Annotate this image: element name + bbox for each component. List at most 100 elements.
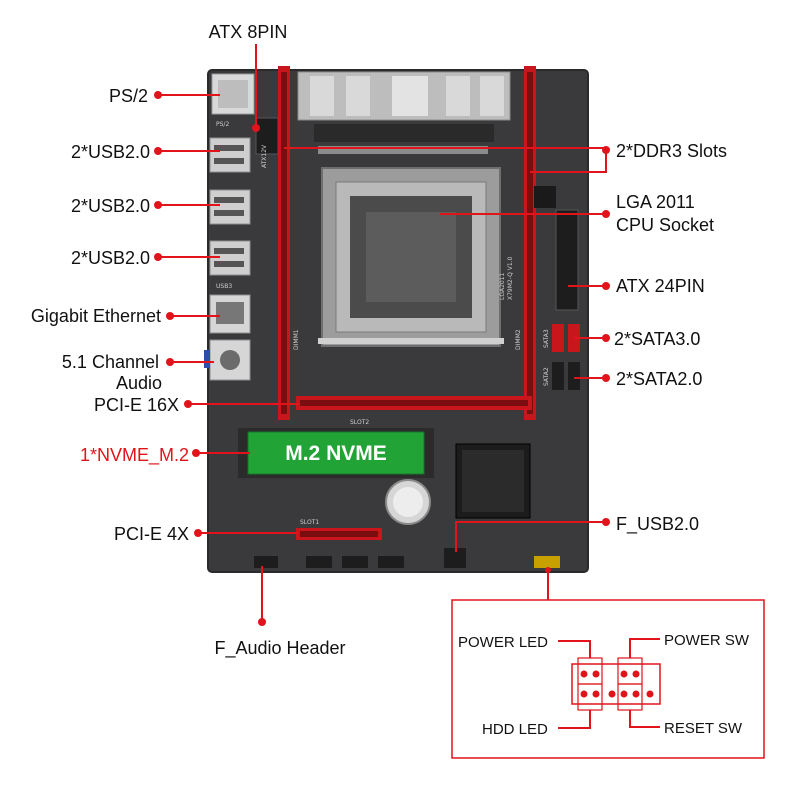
pin-top-3 xyxy=(620,670,628,678)
chipset-heatsink-fins xyxy=(462,450,524,512)
cpu-socket-pad-inner xyxy=(366,212,456,302)
vrm-fin-4 xyxy=(446,76,470,116)
ps2-dot xyxy=(154,91,162,99)
chip-small xyxy=(534,186,556,208)
pcie4-slot-core xyxy=(300,531,378,537)
atx24-dot xyxy=(602,282,610,290)
ethernet-port-inner xyxy=(216,302,244,324)
label-nvme: 1*NVME_M.2 xyxy=(80,445,189,466)
usb-port-b xyxy=(209,189,251,225)
audio-jack-blue xyxy=(204,350,210,368)
pin-bottom-5 xyxy=(632,690,640,698)
panel-dot xyxy=(545,567,551,573)
sata2-dot xyxy=(602,374,610,382)
silk-sata: SATA3 xyxy=(543,329,550,348)
pin-bottom-6 xyxy=(646,690,654,698)
usb-port-c-slot2 xyxy=(214,261,244,267)
silk-slot2: SLOT2 xyxy=(350,419,369,426)
sata2-port-2 xyxy=(568,362,580,390)
label-atx24: ATX 24PIN xyxy=(616,276,705,296)
usb-c-dot xyxy=(154,253,162,261)
pin-top-1 xyxy=(580,670,588,678)
pin-top-4 xyxy=(632,670,640,678)
panel-power-sw: POWER SW xyxy=(664,632,750,649)
atx24-connector xyxy=(555,209,579,311)
pin-bottom-2 xyxy=(592,690,600,698)
fusb-dot xyxy=(602,518,610,526)
vrm-chokes xyxy=(314,124,494,142)
vrm-fin-3 xyxy=(392,76,428,116)
audio-jack xyxy=(220,350,240,370)
sata3-port-1 xyxy=(552,324,564,352)
reset-sw-connector xyxy=(629,710,660,728)
header-block-3 xyxy=(342,556,368,568)
panel-hdd-led: HDD LED xyxy=(482,721,548,738)
panel-power-led: POWER LED xyxy=(458,634,548,651)
vrm-fin-1 xyxy=(310,76,334,116)
cpu-lever xyxy=(318,338,504,344)
pcie4-dot xyxy=(194,529,202,537)
pin-top-2 xyxy=(592,670,600,678)
f-usb-header-block xyxy=(444,548,466,568)
pcb-edge-shadow xyxy=(207,69,589,573)
usb-port-a-slot2 xyxy=(214,158,244,164)
label-fusb: F_USB2.0 xyxy=(616,514,699,535)
capacitor-row xyxy=(318,146,488,154)
usb-port-b-slot2 xyxy=(214,210,244,216)
usb-b-dot xyxy=(154,201,162,209)
sata2-port-1 xyxy=(552,362,564,390)
label-ddr3: 2*DDR3 Slots xyxy=(616,141,727,161)
header-block-2 xyxy=(306,556,332,568)
atx8-dot xyxy=(252,124,260,132)
power-led-connector xyxy=(558,640,591,658)
ethernet-dot xyxy=(166,312,174,320)
pcie16-dot xyxy=(184,400,192,408)
pin-header-outline xyxy=(571,663,661,705)
nvme-dot xyxy=(192,449,200,457)
fusb-leader xyxy=(455,521,606,552)
silk-ps2: PS/2 xyxy=(216,121,229,128)
silk-ddr: DIMM1 xyxy=(293,329,300,350)
silk-sata2: SATA2 xyxy=(543,367,550,386)
nvme-card-label: M.2 NVME xyxy=(285,442,387,465)
front-panel-header-block xyxy=(534,556,560,568)
audio-dot xyxy=(166,358,174,366)
panel-reset-sw: RESET SW xyxy=(664,720,743,737)
f-audio-dot xyxy=(258,618,266,626)
label-pcie4: PCI-E 4X xyxy=(114,524,189,544)
label-audio-1: 5.1 Channel xyxy=(62,352,159,372)
label-sata2: 2*SATA2.0 xyxy=(616,369,702,389)
label-f-audio: F_Audio Header xyxy=(214,638,345,659)
pin-bottom-1 xyxy=(580,690,588,698)
sata3-dot xyxy=(602,334,610,342)
hdd-led-connector xyxy=(558,710,591,729)
vrm-fin-5 xyxy=(480,76,504,116)
vrm-fin-2 xyxy=(346,76,370,116)
silk-ddr2: DIMM2 xyxy=(515,329,522,350)
label-cpu-1: LGA 2011 xyxy=(616,192,695,212)
label-ps2: PS/2 xyxy=(109,86,148,106)
silk-slot1: SLOT1 xyxy=(300,519,319,526)
usb-port-c-slot xyxy=(214,248,244,254)
cmos-battery-inner xyxy=(393,487,423,517)
label-usb-c: 2*USB2.0 xyxy=(71,248,150,268)
ps2-port-inner xyxy=(218,80,248,108)
ddr3-leader xyxy=(284,147,607,173)
label-sata3: 2*SATA3.0 xyxy=(614,329,700,349)
power-sw-connector xyxy=(629,638,660,658)
cpu-dot xyxy=(602,210,610,218)
ddr3-slot-2-core xyxy=(527,72,533,414)
header-block-4 xyxy=(378,556,404,568)
ddr3-slot-1-core xyxy=(281,72,287,414)
nvme-card xyxy=(247,431,425,475)
usb-port-a-slot xyxy=(214,145,244,151)
usb-a-dot xyxy=(154,147,162,155)
usb-port-b-slot xyxy=(214,197,244,203)
f-audio-header-block xyxy=(254,556,278,568)
label-audio-2: Audio xyxy=(116,373,162,393)
ddr3-dot xyxy=(602,146,610,154)
usb-port-c xyxy=(209,240,251,276)
pin-bottom-3 xyxy=(608,690,616,698)
label-usb-a: 2*USB2.0 xyxy=(71,142,150,162)
